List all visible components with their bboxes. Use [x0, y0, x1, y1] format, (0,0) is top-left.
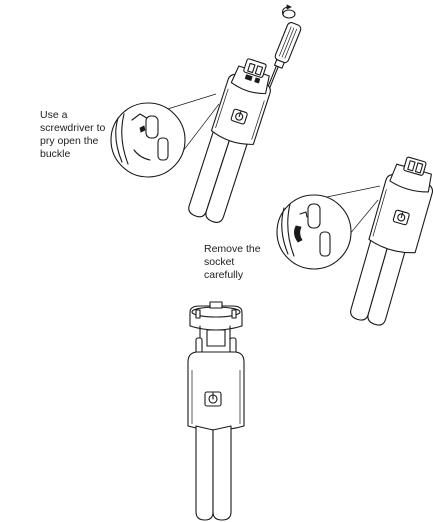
step-2-illustration — [277, 153, 433, 330]
step-3-illustration — [188, 302, 244, 520]
battery-pack — [185, 55, 278, 226]
rotate-arrow-icon — [283, 5, 295, 18]
step-1-caption: Use a screwdriver to pry open the buckle — [40, 109, 140, 161]
battery-pack — [347, 153, 433, 330]
battery-pack — [188, 330, 244, 520]
step-2-caption: Remove the socket carefully — [204, 243, 294, 282]
